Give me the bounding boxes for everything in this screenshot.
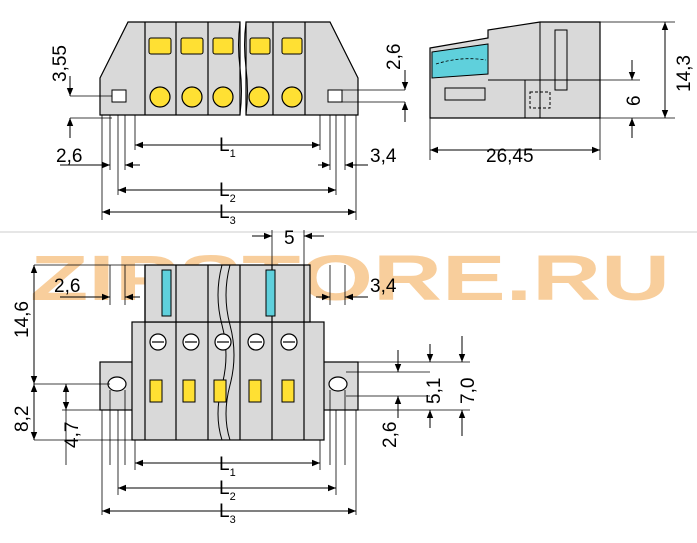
- front-dim-2-6: 2,6: [54, 276, 80, 297]
- top-mount-right: [327, 89, 343, 103]
- front-dim-5-1: 5,1: [424, 378, 445, 404]
- top-mount-left: [111, 89, 127, 103]
- top-contact-slots: [148, 37, 303, 55]
- front-mount-left: [107, 376, 127, 392]
- top-dim-2-6-left: 2,6: [56, 146, 82, 167]
- top-housing-left: [99, 21, 241, 116]
- side-dim-26-45: 26,45: [486, 146, 534, 167]
- front-dim-2-6-right: 2,6: [380, 422, 401, 448]
- front-l2: L2: [219, 478, 236, 503]
- top-actuators: [149, 86, 303, 108]
- top-l3: L3: [219, 202, 236, 227]
- front-view: 5 2,6 3,4 14,6 8,2 4,7 2,6 5,1 7,0 L1 L2: [12, 228, 479, 526]
- side-view: 26,45 14,3 6: [429, 21, 695, 167]
- front-dim-7-0: 7,0: [458, 378, 479, 404]
- top-break-line: [238, 21, 248, 116]
- watermark: ZIPSTORE.RU: [30, 242, 670, 314]
- front-latch-2: [265, 269, 276, 317]
- front-dim-5: 5: [284, 228, 295, 249]
- front-l3: L3: [219, 501, 236, 526]
- top-l2: L2: [219, 180, 236, 205]
- front-contacts: [149, 379, 295, 403]
- top-dim-3-4: 3,4: [370, 146, 397, 167]
- side-dim-6: 6: [624, 95, 645, 106]
- front-mount-right: [328, 376, 348, 392]
- top-dim-3-55: 3,55: [50, 45, 71, 82]
- front-dim-14-6: 14,6: [12, 301, 33, 338]
- front-dim-8-2: 8,2: [12, 406, 33, 432]
- top-view: 3,55 2,6 2,6 3,4 L1 L2 L3: [50, 21, 409, 227]
- front-latch-1: [161, 269, 172, 317]
- top-dim-2-6-right: 2,6: [384, 44, 405, 70]
- side-dim-14-3: 14,3: [674, 55, 695, 92]
- top-l1: L1: [219, 135, 236, 160]
- front-dim-3-4: 3,4: [370, 276, 397, 297]
- front-break-line: [217, 264, 235, 441]
- front-dim-4-7: 4,7: [62, 422, 83, 448]
- front-l1: L1: [219, 454, 236, 479]
- side-latch: [431, 43, 489, 79]
